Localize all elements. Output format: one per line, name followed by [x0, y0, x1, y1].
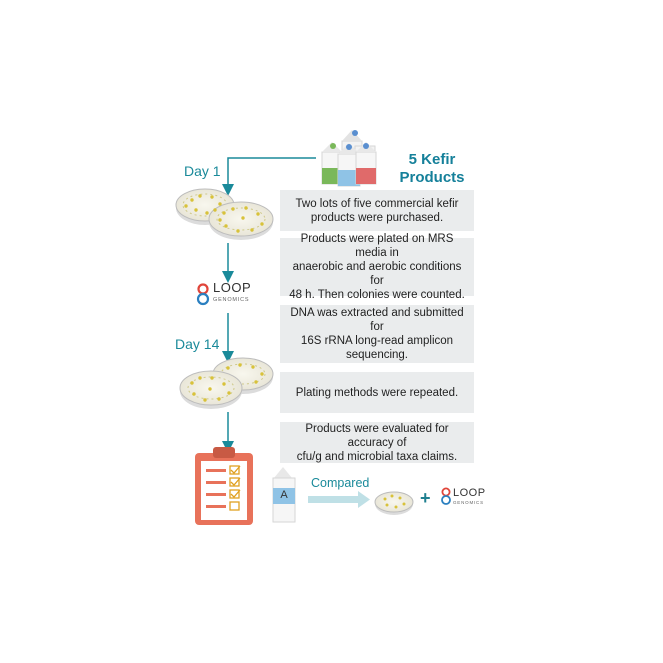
kefir-cartons-icon — [321, 130, 377, 187]
step-1-line-2: products were purchased. — [310, 211, 444, 224]
step-2-line-3: 48 h. Then colonies were counted. — [289, 289, 465, 301]
petri-dishes-day1-icon — [175, 188, 274, 240]
step-3-line-1: DNA was extracted and submitted for — [290, 307, 464, 333]
loop-logo-text: LOOP GENOMICS — [213, 281, 251, 307]
small-petri-dish-icon — [374, 491, 414, 515]
step-box-4: Plating methods were repeated. — [280, 372, 474, 413]
step-box-2: Products were plated on MRS media in ana… — [280, 233, 474, 301]
compared-label: Compared — [311, 476, 370, 490]
carton-a-label: A — [280, 489, 288, 501]
top-connector-arrow — [222, 157, 316, 196]
genomics-word-small: GENOMICS — [453, 500, 484, 505]
petri-dishes-day14-icon — [179, 357, 274, 409]
step-4-line-1: Plating methods were repeated. — [295, 386, 459, 399]
loop-word: LOOP — [213, 280, 252, 295]
title-line-2: Products — [399, 169, 465, 186]
step-3-line-2: 16S rRNA long-read amplicon — [300, 335, 454, 347]
loop-genomics-logo-icon — [196, 283, 210, 306]
loop-word-small: LOOP — [453, 487, 486, 499]
loop-logo-small-text: LOOP GENOMICS — [453, 488, 486, 508]
title-line-1: 5 Kefir — [408, 151, 456, 168]
step-box-1: Two lots of five commercial kefir produc… — [280, 190, 474, 231]
step-box-5: Products were evaluated for accuracy of … — [280, 422, 474, 463]
step-3-line-3: sequencing. — [345, 349, 409, 361]
step-1-line-1: Two lots of five commercial kefir — [295, 197, 459, 210]
plus-sign: + — [420, 488, 431, 508]
kefir-carton-a-icon — [272, 467, 296, 523]
step-5-line-2: cfu/g and microbial taxa claims. — [296, 450, 458, 463]
loop-genomics-logo-small-icon — [441, 487, 451, 505]
day14-label: Day 14 — [175, 336, 220, 352]
genomics-word: GENOMICS — [213, 297, 250, 303]
clipboard-checklist-icon — [195, 447, 253, 525]
step-box-3: DNA was extracted and submitted for 16S … — [280, 305, 474, 363]
step-5-line-1: Products were evaluated for accuracy of — [305, 422, 449, 449]
step-2-line-1: Products were plated on MRS media in — [300, 233, 454, 259]
day1-label: Day 1 — [184, 163, 221, 179]
step-2-line-2: anaerobic and aerobic conditions for — [292, 261, 462, 287]
products-title: 5 Kefir Products — [392, 151, 472, 187]
compared-arrow-icon — [308, 491, 370, 508]
